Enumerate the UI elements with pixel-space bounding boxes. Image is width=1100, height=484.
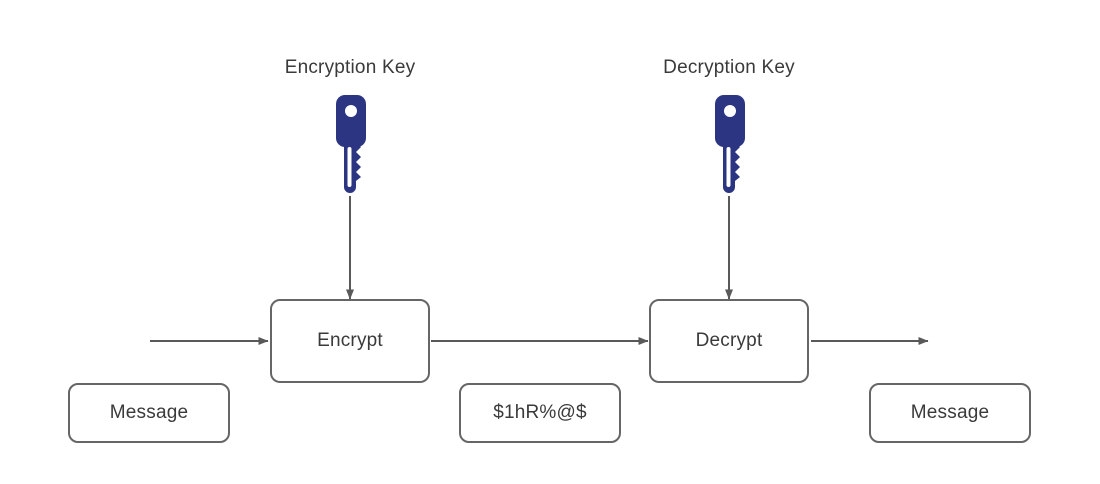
encrypt-node[interactable]: Encrypt (270, 299, 430, 383)
key-icon (336, 95, 366, 193)
encryption-key-label: Encryption Key (284, 57, 416, 78)
message-output-node[interactable]: Message (869, 383, 1031, 443)
key-icon (715, 95, 745, 193)
ciphertext-node[interactable]: $1hR%@$ (459, 383, 621, 443)
message-input-node[interactable]: Message (68, 383, 230, 443)
decryption-key-label: Decryption Key (663, 57, 795, 78)
decrypt-node[interactable]: Decrypt (649, 299, 809, 383)
